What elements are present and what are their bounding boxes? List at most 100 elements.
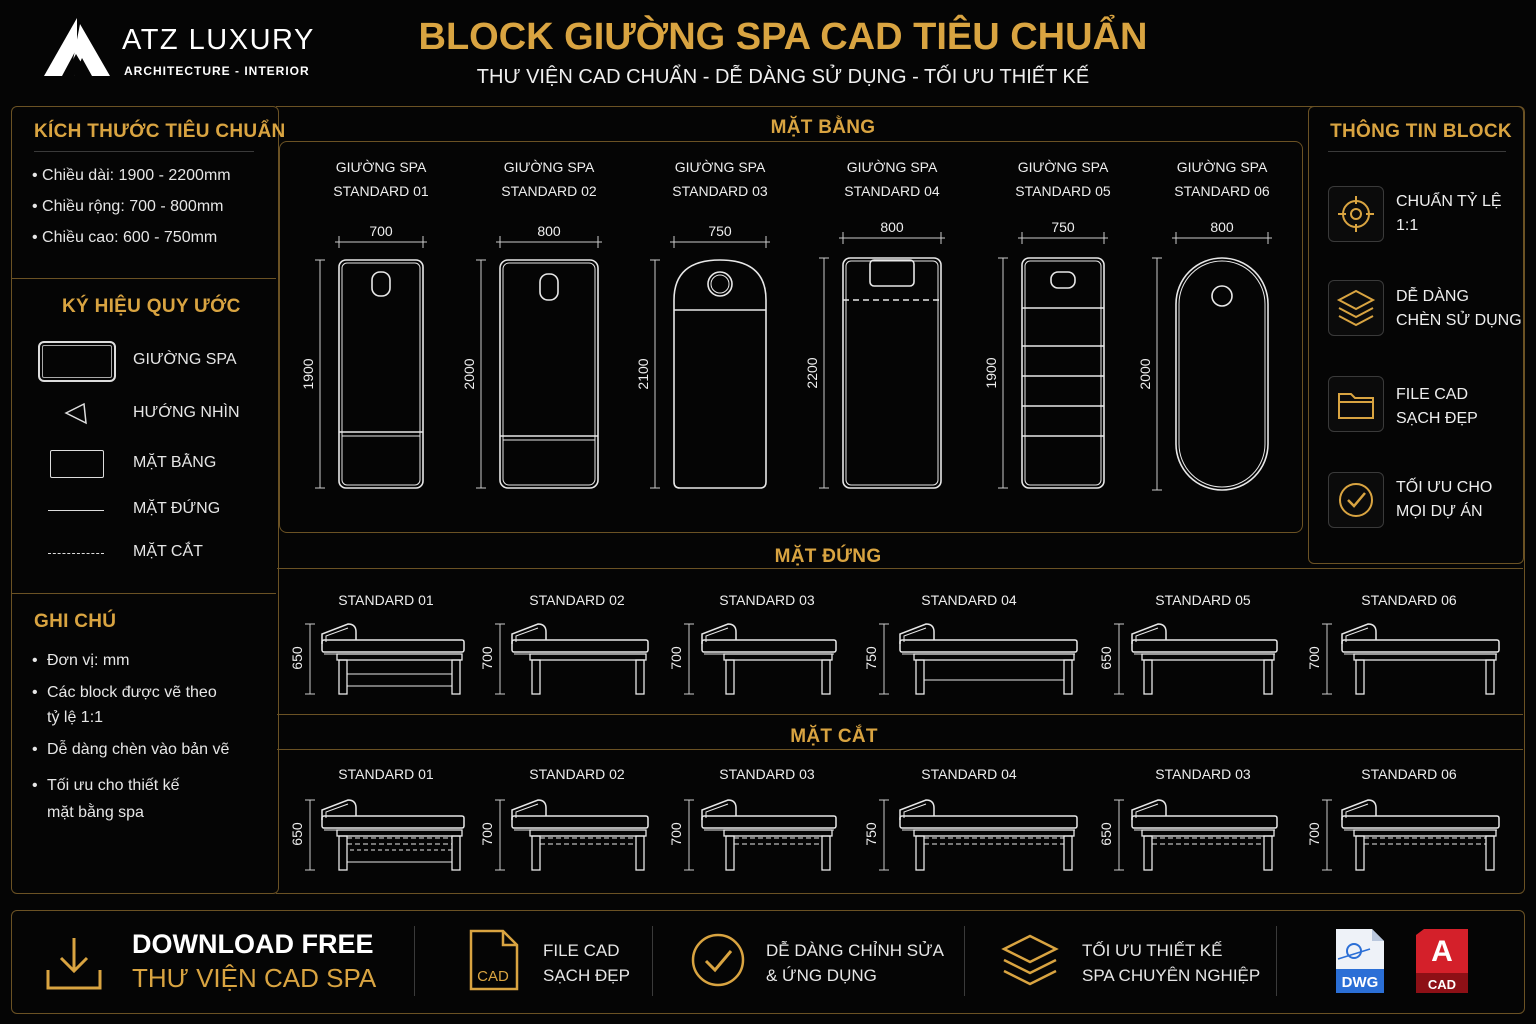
elevation-height-dim: 650	[1098, 646, 1114, 670]
folder-icon	[1338, 393, 1374, 419]
divider	[12, 278, 276, 279]
plan-width-dim: 750	[708, 223, 732, 239]
elevation-bed-5	[1114, 623, 1278, 695]
plan-length-dim: 1900	[983, 357, 999, 389]
section-height-dim: 700	[479, 822, 495, 846]
download-line2[interactable]: THƯ VIỆN CAD SPA	[132, 963, 377, 993]
plan-bed-1	[315, 236, 427, 489]
info-insert-line1: DỄ DÀNG	[1396, 288, 1469, 305]
section-bed-2	[495, 799, 649, 871]
elevation-label: STANDARD 03	[719, 592, 815, 608]
logo-mark-icon	[44, 18, 110, 76]
section-label: STANDARD 01	[338, 766, 434, 782]
target-icon-box	[1328, 186, 1384, 242]
note-optimize-2: mặt bằng spa	[47, 804, 144, 821]
check-circle-icon	[1339, 483, 1373, 517]
dimension-height: • Chiều cao: 600 - 750mm	[32, 229, 218, 246]
elevation-title: MẶT ĐỨNG	[774, 546, 882, 567]
layers-icon-box	[1328, 280, 1384, 336]
plan-length-dim: 2100	[635, 358, 651, 390]
feature-edit-line2: & ỨNG DỤNG	[766, 966, 877, 985]
plan-length-dim: 2000	[461, 358, 477, 390]
download-icon[interactable]	[44, 932, 104, 997]
feature-file-line2: SẠCH ĐẸP	[543, 966, 630, 985]
plan-bed-name: GIƯỜNG SPA	[335, 159, 427, 175]
plan-bed-standard: STANDARD 02	[501, 183, 597, 199]
feature-edit-line1: DỄ DÀNG CHỈNH SỬA	[766, 941, 944, 960]
section-label: STANDARD 04	[921, 766, 1017, 782]
section-height-dim: 700	[1306, 822, 1322, 846]
section-height-dim: 650	[1098, 822, 1114, 846]
elevation-label: STANDARD 04	[921, 592, 1017, 608]
section-label: STANDARD 03	[719, 766, 815, 782]
elevation-height-dim: 700	[1306, 646, 1322, 670]
plan-bed-4	[819, 232, 945, 489]
autocad-icon: A CAD	[1412, 927, 1472, 995]
target-icon	[1338, 196, 1374, 232]
page-title: BLOCK GIƯỜNG SPA CAD TIÊU CHUẨN	[418, 16, 1148, 58]
brand-logo	[42, 16, 112, 78]
note-bullet: •	[32, 777, 38, 794]
plan-bed-standard: STANDARD 05	[1015, 183, 1111, 199]
divider	[1276, 926, 1277, 996]
elevation-height-dim: 700	[668, 646, 684, 670]
elevation-height-dim: 750	[863, 646, 879, 670]
info-insert-line2: CHÈN SỬ DỤNG	[1396, 312, 1522, 329]
plan-width-dim: 750	[1051, 219, 1075, 235]
section-height-dim: 750	[863, 822, 879, 846]
plan-length-dim: 1900	[300, 358, 316, 390]
note-scale-1: Các block được vẽ theo	[47, 684, 217, 701]
divider	[1328, 151, 1506, 152]
plan-bed-standard: STANDARD 03	[672, 183, 768, 199]
plan-bed-name: GIƯỜNG SPA	[1176, 159, 1268, 175]
plan-bed-standard: STANDARD 01	[333, 183, 429, 199]
info-panel	[1308, 106, 1524, 564]
download-line1[interactable]: DOWNLOAD FREE	[132, 929, 374, 959]
legend-elevation-label: MẶT ĐỨNG	[133, 500, 221, 517]
section-height-dim: 650	[289, 822, 305, 846]
note-bullet: •	[32, 684, 38, 701]
plan-bed-6	[1152, 232, 1272, 491]
brand-tagline: ARCHITECTURE - INTERIOR	[124, 64, 310, 78]
autocad-label: CAD	[1428, 977, 1456, 992]
info-scale-line1: CHUẨN TỶ LỆ	[1396, 193, 1502, 210]
dimensions-title: KÍCH THƯỚC TIÊU CHUẨN	[34, 121, 286, 142]
view-direction-icon	[64, 402, 87, 425]
section-title: MẶT CẮT	[790, 726, 878, 747]
layers-icon	[1336, 289, 1376, 327]
plan-bed-standard: STANDARD 06	[1174, 183, 1270, 199]
plan-bed-name: GIƯỜNG SPA	[503, 159, 595, 175]
section-bed-6	[1322, 799, 1500, 871]
divider	[277, 749, 1523, 750]
plan-panel	[279, 141, 1303, 533]
legend-view-label: HƯỚNG NHÌN	[133, 404, 240, 421]
notes-title: GHI CHÚ	[34, 611, 117, 632]
dimension-width: • Chiều rộng: 700 - 800mm	[32, 198, 224, 215]
note-bullet: •	[32, 741, 38, 758]
plan-bed-2	[476, 236, 602, 489]
note-scale-2: tỷ lệ 1:1	[47, 709, 104, 726]
info-title: THÔNG TIN BLOCK	[1330, 121, 1512, 142]
plan-bed-3	[650, 236, 770, 489]
legend-bed-symbol	[38, 341, 116, 382]
legend-section-line	[48, 553, 104, 554]
legend-bed-label: GIƯỜNG SPA	[133, 351, 237, 368]
elevation-bed-3	[684, 623, 837, 695]
plan-length-dim: 2000	[1137, 358, 1153, 390]
plan-bed-standard: STANDARD 04	[844, 183, 940, 199]
plan-title: MẶT BẰNG	[770, 117, 876, 138]
autocad-letter: A	[1431, 935, 1453, 968]
plan-bed-name: GIƯỜNG SPA	[674, 159, 766, 175]
legend-plan-symbol	[50, 450, 104, 478]
divider	[34, 151, 254, 152]
section-label: STANDARD 06	[1361, 766, 1457, 782]
info-file-line2: SẠCH ĐẸP	[1396, 410, 1478, 427]
note-insert: Dễ dàng chèn vào bản vẽ	[47, 741, 230, 758]
section-bed-4	[879, 799, 1078, 871]
check-circle-icon	[690, 932, 746, 993]
info-scale-line2: 1:1	[1396, 217, 1419, 234]
plan-bed-name: GIƯỜNG SPA	[846, 159, 938, 175]
elevation-height-dim: 650	[289, 646, 305, 670]
footer-bar	[11, 910, 1525, 1014]
divider	[652, 926, 653, 996]
